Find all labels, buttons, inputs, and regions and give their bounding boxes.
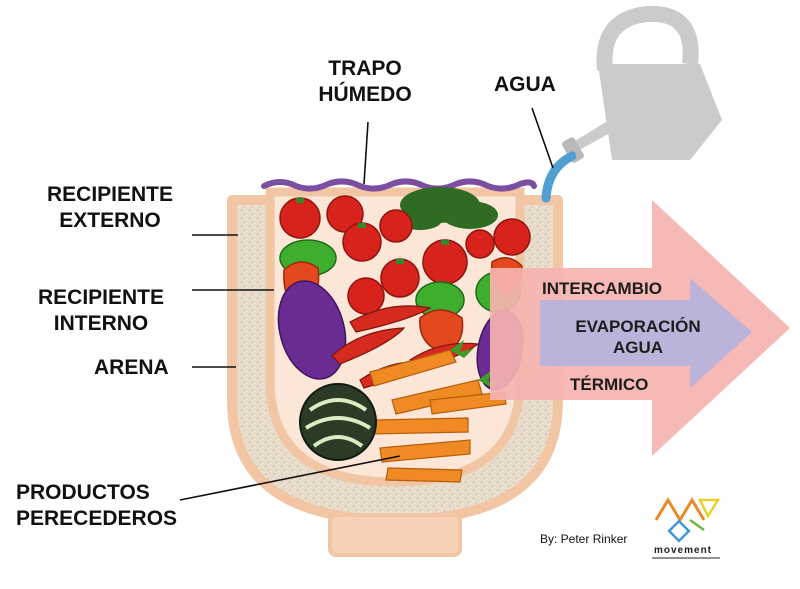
label-perishable-products: PRODUCTOS PERECEDEROS	[16, 480, 177, 532]
perishable-produce	[277, 187, 531, 483]
water-stream	[541, 151, 577, 203]
label-inner-container: RECIPIENTE INTERNO	[16, 285, 186, 337]
label-inner-container-line2: INTERNO	[53, 312, 149, 335]
label-outer-container-line1: RECIPIENTE	[46, 183, 174, 206]
cabbage-illustration	[299, 383, 377, 461]
arrow-label-evaporation-line2: AGUA	[612, 338, 664, 357]
label-water: AGUA	[494, 73, 556, 96]
label-outer-container: RECIPIENTE EXTERNO	[30, 182, 190, 234]
movement-logo-icon	[652, 497, 721, 559]
watering-can-icon	[562, 5, 722, 163]
label-perishable-products-line1: PRODUCTOS	[16, 481, 150, 504]
label-sand: ARENA	[94, 356, 169, 379]
wet-cloth	[261, 178, 537, 192]
label-wet-cloth-line1: TRAPO	[328, 57, 402, 80]
carrots-illustration	[369, 349, 507, 483]
arrow-label-evaporation: EVAPORACIÓN AGUA	[558, 316, 718, 358]
label-perishable-products-line2: PERECEDEROS	[16, 507, 178, 530]
brand-name: movement	[654, 545, 713, 556]
leader-lines	[179, 107, 554, 501]
label-wet-cloth: TRAPO HÚMEDO	[300, 56, 430, 108]
label-outer-container-line2: EXTERNO	[59, 209, 161, 232]
author-credit: By: Peter Rinker	[540, 532, 628, 546]
arrow-label-thermal: TÉRMICO	[570, 375, 649, 394]
arrow-label-evaporation-line1: EVAPORACIÓN	[575, 317, 701, 336]
label-inner-container-line1: RECIPIENTE	[37, 286, 165, 309]
arrow-label-exchange: INTERCAMBIO	[542, 279, 662, 298]
evaporation-arrow	[540, 278, 752, 388]
label-wet-cloth-line2: HÚMEDO	[318, 83, 412, 106]
